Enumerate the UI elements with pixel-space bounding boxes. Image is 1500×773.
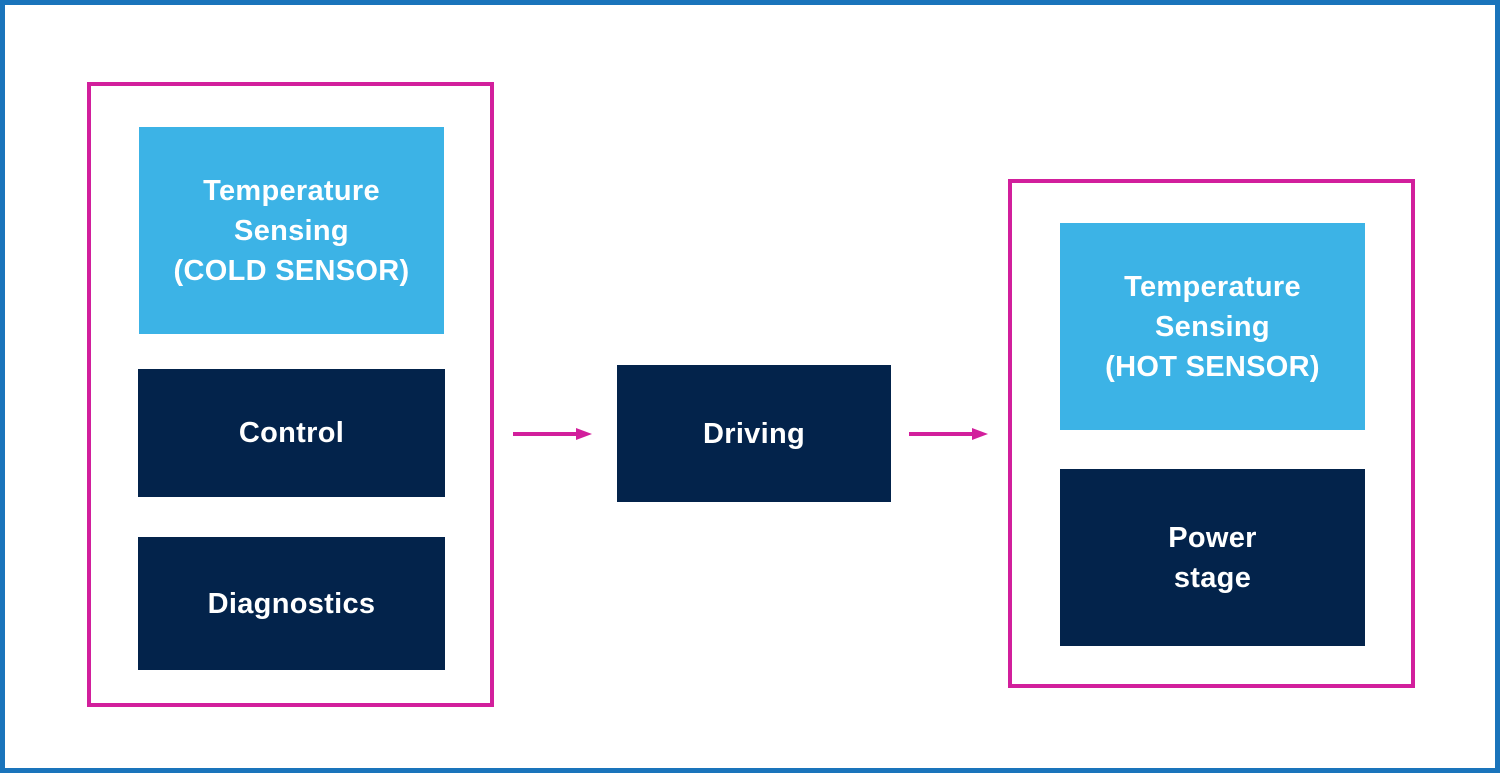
power-stage-block: Power stage — [1060, 469, 1365, 646]
left-group-outline — [87, 82, 494, 707]
diagnostics-block: Diagnostics — [138, 537, 445, 670]
driving-block: Driving — [617, 365, 891, 502]
hot-sensor-block: Temperature Sensing (HOT SENSOR) — [1060, 223, 1365, 430]
control-block: Control — [138, 369, 445, 497]
right-group-outline — [1008, 179, 1415, 688]
cold-sensor-block: Temperature Sensing (COLD SENSOR) — [139, 127, 444, 334]
